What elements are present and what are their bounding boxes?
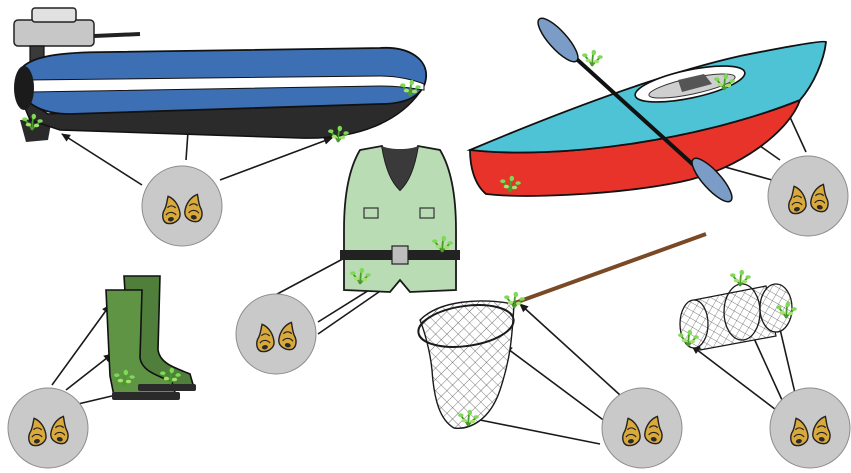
arrow-boat-stern [61, 133, 143, 186]
snail-circle-kayak [768, 156, 848, 236]
landing-net-icon [417, 232, 707, 429]
arrow-net-handle [519, 303, 621, 396]
life-vest-icon [340, 144, 460, 293]
arrows [51, 83, 807, 445]
arrow-vest-1 [265, 253, 353, 301]
boots-icon [105, 275, 196, 400]
snail-circle-vest [236, 294, 316, 374]
plant-icon [581, 48, 604, 67]
arrow-boat-bow [219, 137, 333, 181]
arrow-net-bottom [469, 415, 601, 445]
arrow-trap-3 [691, 345, 785, 417]
snail-circle-boat [142, 166, 222, 246]
kayak-icon [466, 17, 827, 203]
arrow-boots-1 [51, 304, 111, 386]
arrow-boots-2 [65, 353, 113, 391]
plant-icon [729, 268, 752, 287]
snail-circle-trap [770, 388, 850, 468]
snail-circle-boots [8, 388, 88, 468]
fish-trap-icon [677, 268, 798, 351]
snail-circle-net [602, 388, 682, 468]
arrow-net-rim [503, 345, 607, 423]
motor-boat-icon [13, 7, 427, 143]
